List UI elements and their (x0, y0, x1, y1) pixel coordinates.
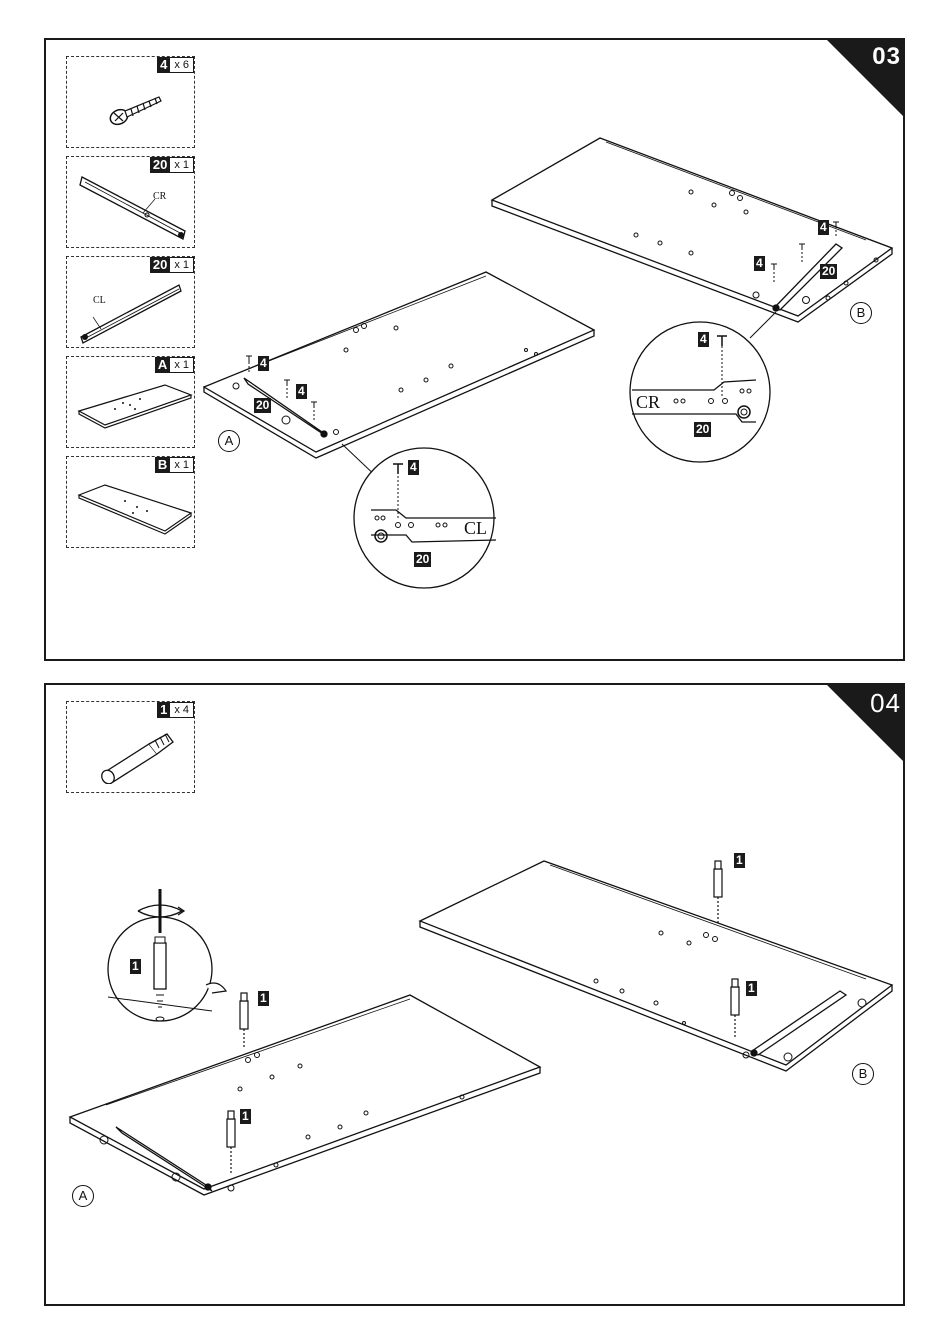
slide-callout: 20 (694, 422, 711, 437)
step-04-illustration (46, 685, 905, 1306)
screw-callout: 4 (754, 256, 765, 271)
panel-a-marker: A (218, 430, 240, 452)
dowel-callout: 1 (746, 981, 757, 996)
step-03-illustration (46, 40, 905, 661)
slide-callout: 20 (820, 264, 837, 279)
screw-callout: 4 (408, 460, 419, 475)
right-slide-text: CR (636, 392, 660, 413)
dowel-callout: 1 (258, 991, 269, 1006)
panel-b-marker: B (852, 1063, 874, 1085)
dowel-callout: 1 (734, 853, 745, 868)
slide-callout: 20 (254, 398, 271, 413)
panel-b-marker: B (850, 302, 872, 324)
panel-a-marker: A (72, 1185, 94, 1207)
dowel-callout: 1 (240, 1109, 251, 1124)
left-slide-text: CL (464, 518, 487, 539)
screw-callout: 4 (698, 332, 709, 347)
screw-callout: 4 (258, 356, 269, 371)
step-03-panel: 03 4 x 6 20 x 1 CR 20 (44, 38, 905, 661)
screw-callout: 4 (818, 220, 829, 235)
dowel-callout: 1 (130, 959, 141, 974)
screw-callout: 4 (296, 384, 307, 399)
step-04-panel: 04 1 x 4 (44, 683, 905, 1306)
slide-callout: 20 (414, 552, 431, 567)
